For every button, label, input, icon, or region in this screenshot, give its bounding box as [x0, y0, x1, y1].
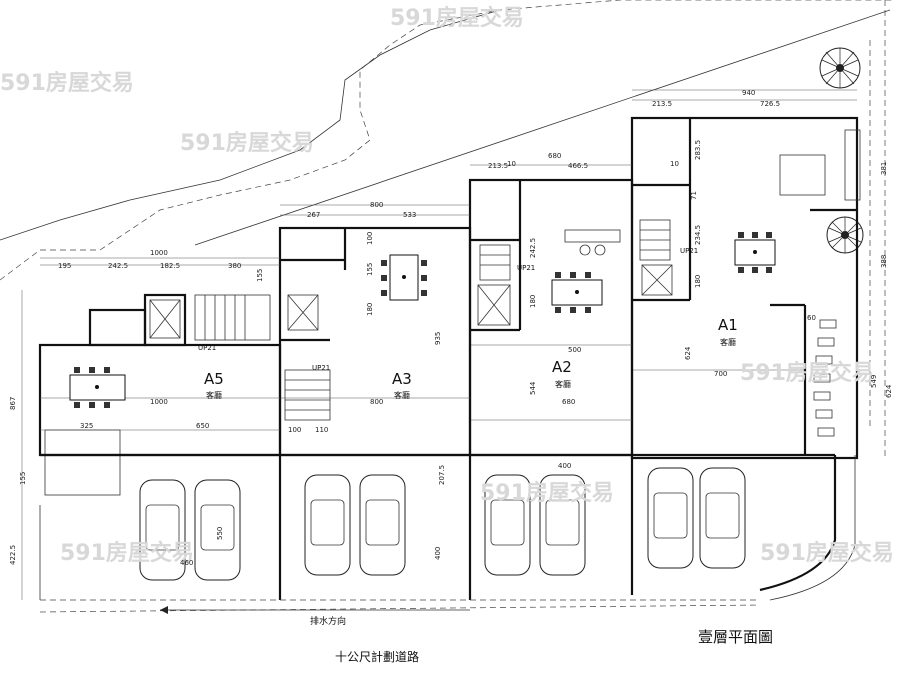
unit-a1 — [630, 89, 861, 460]
dim-label: 180 — [366, 303, 374, 316]
dim-label: 180 — [529, 295, 537, 308]
room-label-a2: 客廳 — [555, 379, 571, 389]
dim-label: 726.5 — [760, 100, 780, 108]
watermark: 591房屋交易 591房屋交易 591房屋交易 591房屋交易 591房屋交易 … — [0, 5, 894, 566]
drain-direction-label: 排水方向 — [310, 617, 347, 627]
svg-text:591房屋交易: 591房屋交易 — [390, 5, 524, 31]
dim-label: 940 — [742, 89, 755, 97]
dim-label: 100 — [366, 232, 374, 245]
dim-label: 680 — [562, 398, 575, 406]
dim-label: 466.5 — [568, 162, 588, 170]
dim-label: 213.5 — [652, 100, 672, 108]
dim-label: 155 — [366, 263, 374, 276]
dining-table-a1 — [734, 232, 776, 273]
dim-label: 10 — [670, 160, 679, 168]
dim-label: 110 — [315, 426, 328, 434]
dim-label: 242.5 — [529, 238, 537, 258]
dim-label: 867 — [9, 397, 17, 410]
unit-label-a5: A5 — [204, 370, 224, 388]
dim-label: 400 — [434, 547, 442, 560]
tree-icon — [819, 47, 861, 89]
svg-text:591房屋交易: 591房屋交易 — [480, 480, 614, 506]
stair-label-a3: UP21 — [312, 364, 330, 372]
car-icon — [359, 474, 406, 576]
dim-label: 549 — [870, 375, 878, 388]
dim-label: 680 — [548, 152, 561, 160]
svg-text:591房屋交易: 591房屋交易 — [0, 70, 134, 96]
dim-label: 180 — [694, 275, 702, 288]
dim-label: 10 — [507, 160, 516, 168]
dim-label: 234.5 — [694, 225, 702, 245]
car-icon — [484, 474, 531, 576]
svg-text:591房屋交易: 591房屋交易 — [60, 540, 194, 566]
dim-label: 207.5 — [438, 465, 446, 485]
svg-text:591房屋交易: 591房屋交易 — [180, 130, 314, 156]
stair-label-a5: UP21 — [198, 344, 216, 352]
dim-label: 213.5 — [488, 162, 508, 170]
unit-a3 — [278, 204, 472, 457]
dim-label: 182.5 — [160, 262, 180, 270]
dim-label: 935 — [434, 332, 442, 345]
drain-arrow-icon — [160, 606, 470, 614]
dim-label: 388 — [880, 255, 888, 268]
dim-label: 381 — [880, 162, 888, 175]
dim-label: 400 — [558, 462, 571, 470]
stair-label-a1: UP21 — [680, 247, 698, 255]
plan-title: 壹層平面圖 — [698, 628, 774, 646]
dim-label: 533 — [403, 211, 416, 219]
dim-label: 544 — [529, 381, 537, 395]
dim-label: 283.5 — [694, 140, 702, 160]
tree-icon — [826, 216, 864, 254]
garage-band — [39, 453, 856, 613]
dim-label: 71 — [690, 191, 698, 200]
room-label-a5: 客廳 — [206, 390, 222, 400]
car-icon — [539, 474, 586, 576]
dim-label: 700 — [714, 370, 727, 378]
dim-label: 155 — [256, 269, 264, 282]
room-label-a1: 客廳 — [720, 337, 736, 347]
dim-label: 422.5 — [9, 545, 17, 565]
stair-label-a2: UP21 — [517, 264, 535, 272]
dining-table-a5 — [69, 367, 126, 408]
unit-label-a2: A2 — [552, 358, 572, 376]
dim-label: 100 — [288, 426, 301, 434]
dim-label: 624 — [684, 346, 692, 360]
car-icon — [699, 467, 746, 569]
dim-label: 325 — [80, 422, 93, 430]
stepping-stones — [813, 319, 837, 437]
svg-text:591房屋交易: 591房屋交易 — [740, 360, 874, 386]
unit-label-a1: A1 — [718, 316, 738, 334]
dimension-labels: 940 726.5 213.5 381 388 549 624 283.5 23… — [9, 89, 893, 567]
dim-label: 650 — [196, 422, 209, 430]
site-boundary-outer — [0, 9, 501, 241]
dining-table-a3 — [381, 254, 427, 301]
dim-label: 380 — [228, 262, 241, 270]
svg-text:591房屋交易: 591房屋交易 — [760, 540, 894, 566]
dim-label: 1000 — [150, 398, 168, 406]
dim-label: 800 — [370, 201, 383, 209]
dim-label: 155 — [19, 472, 27, 485]
car-icon — [304, 474, 351, 576]
dim-label: 800 — [370, 398, 383, 406]
car-icon — [647, 467, 694, 569]
dim-label: 195 — [58, 262, 71, 270]
dim-label: 267 — [307, 211, 320, 219]
unit-a2 — [468, 164, 634, 457]
room-label-a3: 客廳 — [394, 390, 410, 400]
dim-label: 242.5 — [108, 262, 128, 270]
unit-label-a3: A3 — [392, 370, 412, 388]
dim-label: 1000 — [150, 249, 168, 257]
dining-table-a2 — [551, 272, 603, 313]
dim-label: 460 — [180, 559, 193, 567]
dim-label: 550 — [216, 527, 224, 540]
diagonal-boundary — [194, 9, 891, 246]
road-label: 十公尺計劃道路 — [335, 650, 420, 664]
site-boundary — [0, 0, 895, 281]
car-icon — [194, 479, 241, 581]
car-icon — [139, 479, 186, 581]
dim-label: 624 — [885, 384, 893, 398]
dim-label: 500 — [568, 346, 581, 354]
dim-label: 60 — [807, 314, 816, 322]
